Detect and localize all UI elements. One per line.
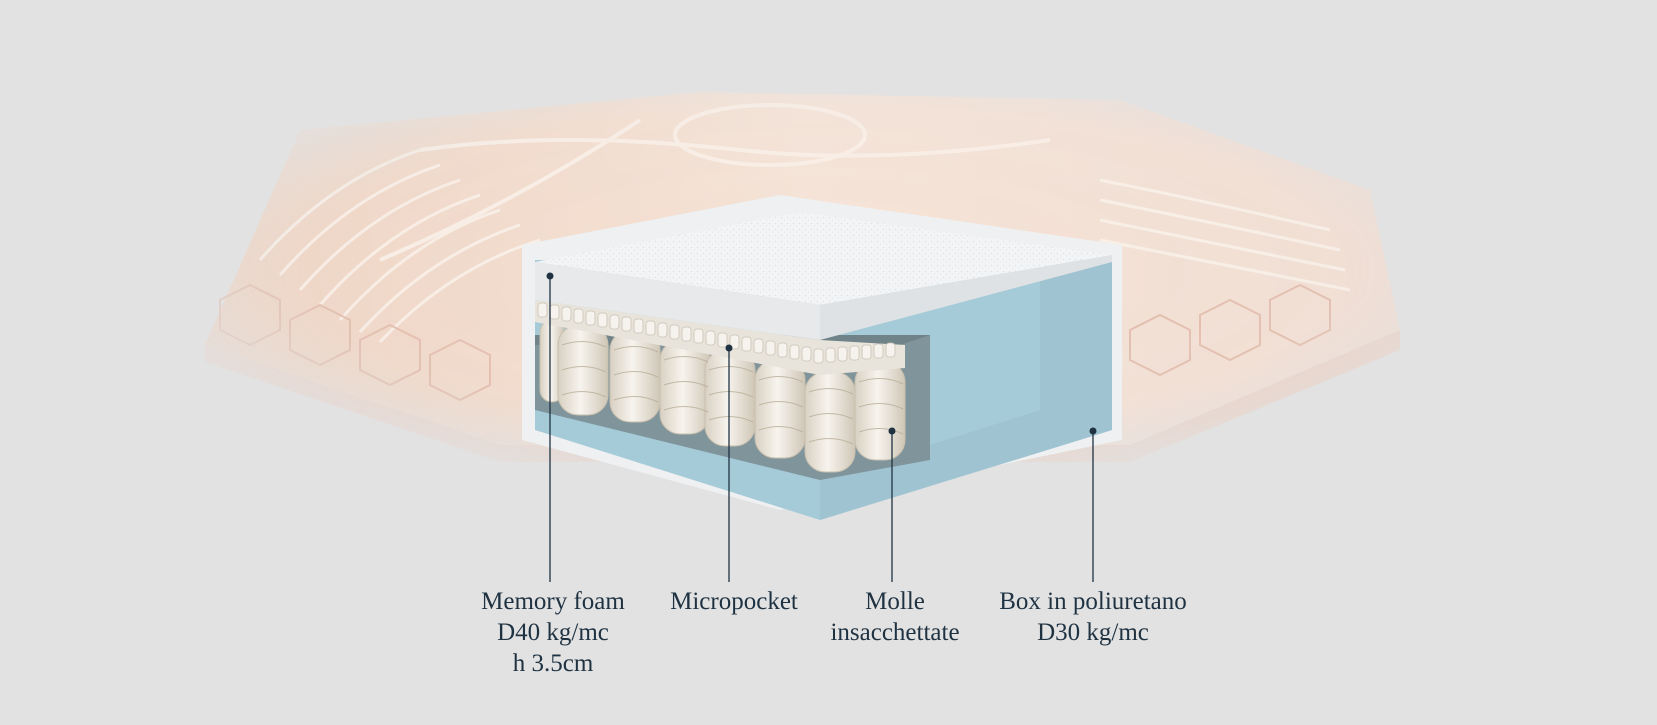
memory-foam-label-line: D40 kg/mc (497, 619, 609, 646)
pocket-springs-label-line: Molle (865, 588, 925, 615)
micropocket-dot (725, 344, 733, 352)
memory-foam-label-line: h 3.5cm (512, 650, 594, 677)
memory-foam-layer (535, 212, 1112, 340)
micropocket-layer (535, 300, 905, 375)
micropocket-label: Micropocket (670, 586, 798, 617)
memory-foam-label: Memory foam D40 kg/mc h 3.5cm (481, 586, 625, 679)
callout-lines (549, 276, 1094, 582)
callout-dots (546, 272, 1097, 435)
polyurethane-box-label: Box in poliuretano D30 kg/mc (999, 586, 1186, 648)
polyurethane-box-label-line: D30 kg/mc (1037, 619, 1149, 646)
polyurethane-box-label-line: Box in poliuretano (999, 588, 1187, 615)
memory-foam-dot (546, 272, 554, 280)
pocket-springs-dot (888, 427, 896, 435)
pocket-springs-layer (539, 319, 906, 473)
pocket-springs-label: Molle insacchettate (830, 586, 959, 648)
micropocket-label-line: Micropocket (670, 588, 798, 615)
pocket-springs-label-line: insacchettate (830, 619, 960, 646)
memory-foam-label-line: Memory foam (481, 588, 625, 615)
polyurethane-box-dot (1089, 427, 1097, 435)
